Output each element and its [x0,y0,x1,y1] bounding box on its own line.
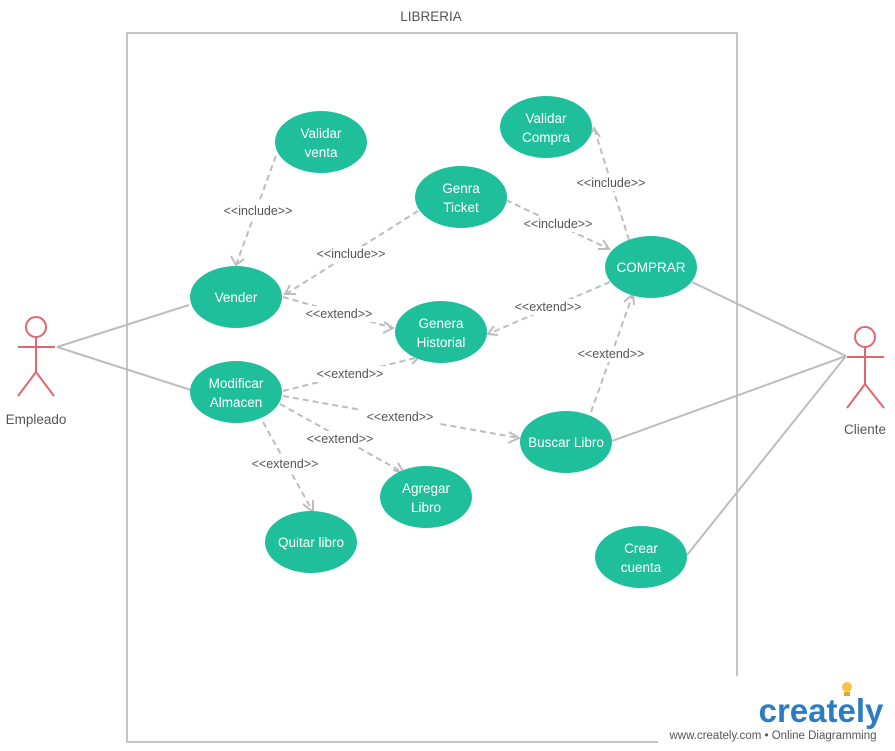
use-case-label: Genera [418,316,464,331]
association-cliente-comprar [691,281,847,357]
actor-empleado[interactable]: Empleado [6,316,67,427]
use-case-label: Genra [442,181,480,196]
relation-comprar-genera-historial [486,281,611,336]
use-case-quitar-libro[interactable]: Quitar libro [265,511,357,573]
relation-label: <<include>> [317,247,386,261]
use-case-crear-cuenta[interactable]: Crear cuenta [595,526,687,588]
use-case-label: Crear [624,541,658,556]
association-empleado-vender [56,304,190,348]
use-case-label: Quitar libro [278,535,344,550]
association-empleado-modificar-almacen [56,346,192,391]
association-cliente-buscar-libro [611,355,847,442]
relation-genra-ticket-comprar [505,199,611,250]
use-case-label: cuenta [621,560,662,575]
use-case-label: Agregar [402,481,451,496]
relation-vender-genera-historial [282,296,395,334]
use-case-label: venta [304,145,338,160]
use-case-label: COMPRAR [616,260,685,275]
relation-label: <<extend>> [578,347,645,361]
relation-label: <<extend>> [252,457,319,471]
relation-label: <<include>> [577,176,646,190]
use-case-genera-historial[interactable]: Genera Historial [395,301,487,363]
system-boundary: LIBRERIA [126,9,738,743]
use-case-validar-compra[interactable]: Validar Compra [500,96,592,158]
actor-cliente[interactable]: Cliente [844,326,886,437]
use-case-label: Libro [411,500,441,515]
use-case-comprar[interactable]: COMPRAR [605,236,697,298]
stick-figure-icon [17,316,55,397]
relation-label: <<include>> [224,204,293,218]
use-case-label: Vender [215,290,258,305]
relation-label: <<extend>> [317,367,384,381]
relation-label: <<extend>> [515,300,582,314]
system-boundary-box [126,32,738,743]
system-boundary-title: LIBRERIA [400,9,462,24]
use-case-modificar-almacen[interactable]: Modificar Almacen [190,361,282,423]
creately-logo-text: creately [759,692,884,729]
use-case-label: Modificar [209,376,264,391]
use-case-label: Historial [417,335,466,350]
relation-genra-ticket-vender [283,210,419,295]
use-case-label: Almacen [210,395,263,410]
use-case-label: Compra [522,130,571,145]
use-case-genra-ticket[interactable]: Genra Ticket [415,166,507,228]
actor-label: Cliente [844,422,886,437]
use-case-buscar-libro[interactable]: Buscar Libro [520,411,612,473]
association-lines [56,281,847,556]
use-case-label: Validar [300,126,342,141]
association-cliente-crear-cuenta [686,355,847,556]
actor-label: Empleado [6,412,67,427]
use-case-label: Buscar Libro [528,435,604,450]
use-case-agregar-libro[interactable]: Agregar Libro [380,466,472,528]
relation-label: <<extend>> [307,432,374,446]
use-case-label: Validar [525,111,567,126]
creately-tagline: www.creately.com • Online Diagramming [668,730,876,742]
use-case-validar-venta[interactable]: Validar venta [275,111,367,173]
stick-figure-icon [846,326,885,409]
relation-vender-validar-venta [230,152,278,267]
relationship-labels: <<include>> <<include>> <<include>> <<in… [218,175,651,472]
relation-label: <<include>> [524,217,593,231]
lightbulb-icon [842,682,852,696]
use-case-label: Ticket [443,200,479,215]
relation-label: <<extend>> [367,410,434,424]
creately-logo[interactable]: creately www.creately.com • Online Diagr… [658,676,895,751]
relation-modificar-almacen-buscar-libro [282,395,522,444]
use-cases: Validar venta Genra Ticket Validar Compr… [190,96,697,588]
use-case-vender[interactable]: Vender [190,266,282,328]
relation-label: <<extend>> [306,307,373,321]
